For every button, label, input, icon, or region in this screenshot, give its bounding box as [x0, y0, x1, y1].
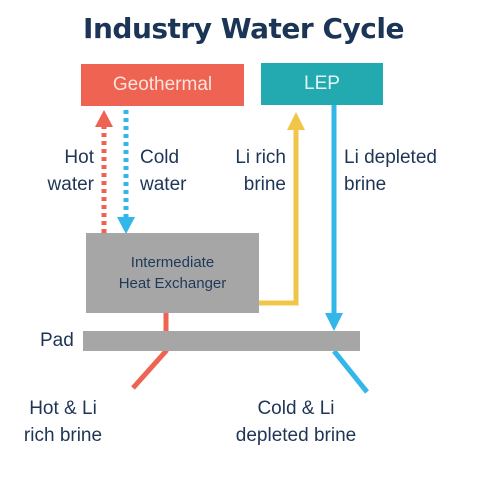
hot-water-arrowhead — [95, 110, 113, 127]
li-depleted-brine-label: Li depleted brine — [344, 147, 437, 195]
lep-box: LEP — [261, 63, 383, 105]
li-rich-brine-label: Li rich brine — [235, 147, 286, 195]
cold-li-depleted-brine-flow — [332, 349, 369, 394]
heat-exchanger-box: Intermediate Heat Exchanger — [86, 233, 259, 313]
li-depleted-brine-arrowhead — [325, 313, 343, 331]
geothermal-box: Geothermal — [81, 64, 244, 106]
cold-li-depleted-brine-label: Cold & Li depleted brine — [235, 398, 357, 446]
geothermal-label: Geothermal — [112, 74, 213, 95]
heat-exchanger-label-1: Intermediate — [130, 254, 215, 271]
li-rich-brine-arrowhead — [287, 112, 305, 130]
pad-label: Pad — [40, 330, 74, 351]
hot-li-rich-brine-flow — [131, 313, 169, 390]
pad-bar — [83, 331, 360, 351]
hot-li-rich-brine-label: Hot & Li rich brine — [23, 398, 103, 446]
cold-water-label: Cold water — [140, 147, 187, 195]
li-rich-brine-flow — [259, 128, 299, 306]
diagram-title: Industry Water Cycle — [83, 12, 404, 45]
heat-exchanger-label-2: Heat Exchanger — [118, 275, 227, 292]
lep-label: LEP — [304, 73, 340, 94]
hot-water-label: Hot water — [47, 147, 94, 195]
cold-water-arrowhead — [117, 217, 135, 234]
